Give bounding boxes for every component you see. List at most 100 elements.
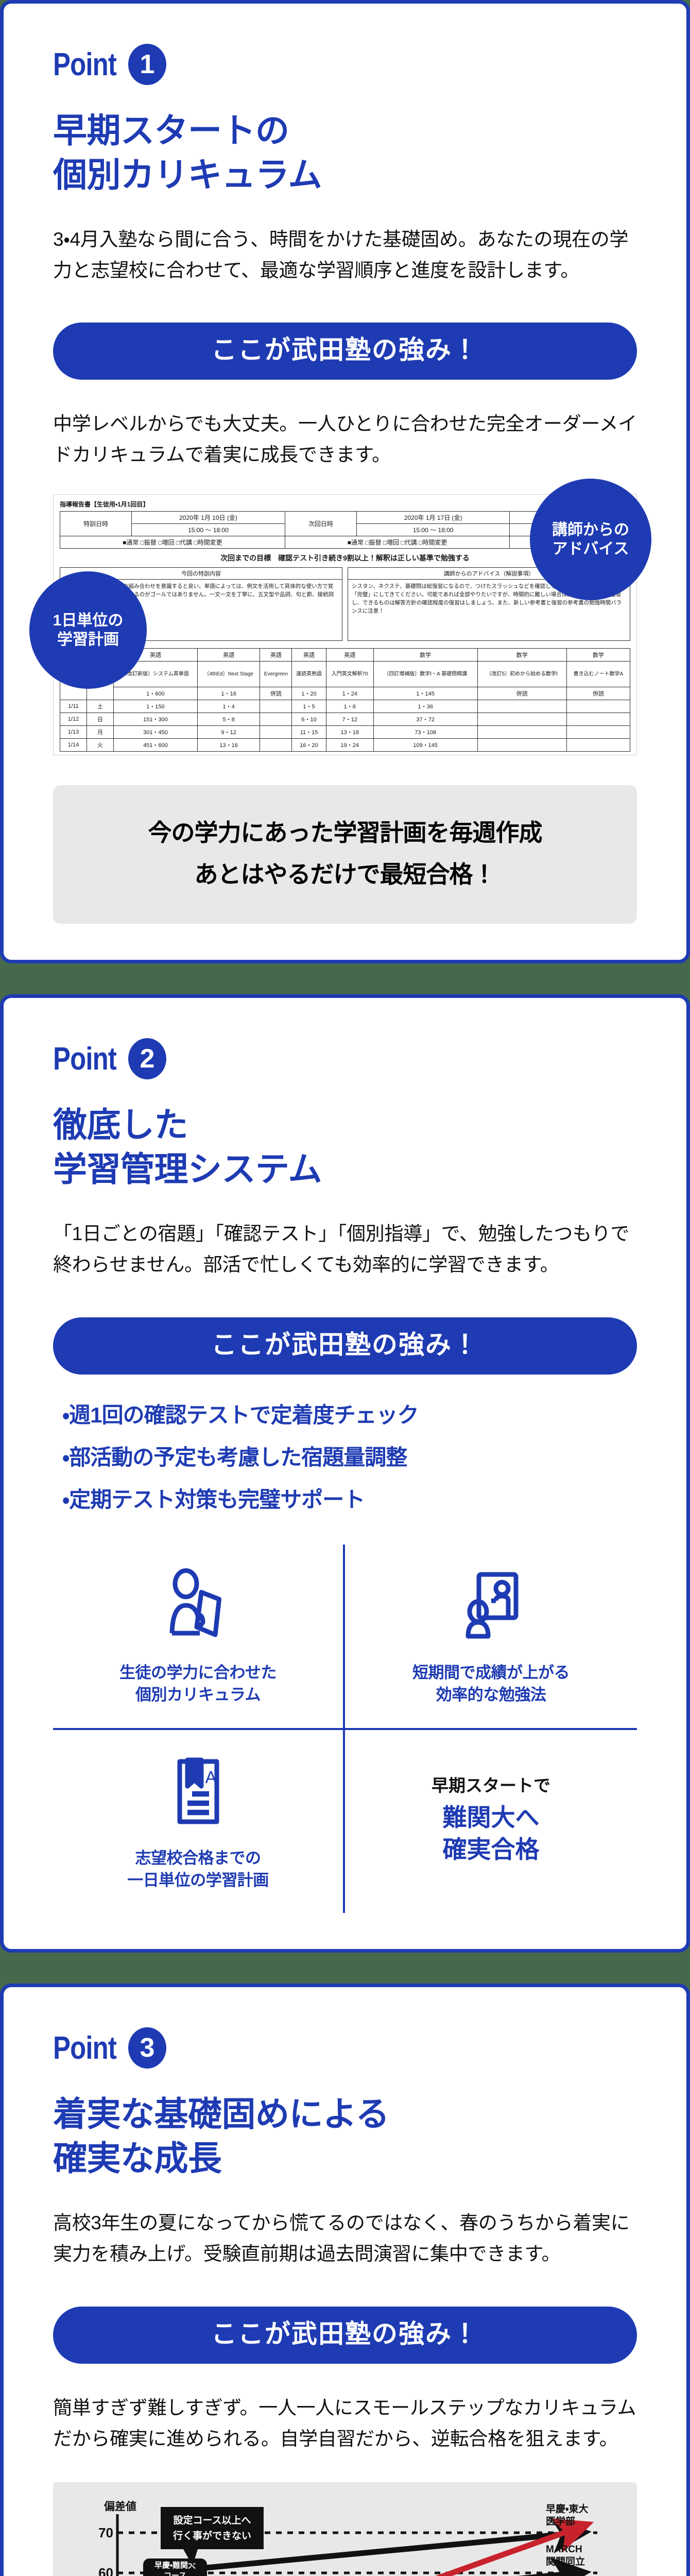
schedule-val: 16・20	[291, 738, 326, 752]
schedule-subject: 英語	[291, 648, 326, 662]
point-3-title-line2: 確実な成長	[53, 2139, 222, 2178]
guidance-report-figure: 指導報告書【生徒用・1月1回目】 特訓日時 2020年 1月 10日 (金) 次…	[29, 479, 651, 756]
schedule-val: 1・4	[197, 700, 261, 714]
svg-text:A: A	[205, 1768, 216, 1787]
callout-teacher-advice-line2: アドバイス	[552, 540, 629, 558]
report-teacher-advice-column: 講師からのアドバイス（解説事項） シスタン、ネクステ、基礎問は総復習になるので、…	[348, 567, 630, 641]
schedule-book: 〔四訂増補版〕数学Ⅰ・A 基礎問精講	[373, 661, 478, 688]
schedule-dow: 土	[87, 700, 114, 714]
schedule-val	[477, 713, 567, 726]
point-3-title: 着実な基礎固めによる 確実な成長	[53, 2092, 637, 2181]
schedule-val	[260, 700, 292, 714]
schedule-val: 19・24	[325, 738, 374, 752]
chart-red-series-line	[435, 2518, 594, 2576]
schedule-book-row: 〔改訂新版〕システム英単語 〔4thEd〕Next Stage Evergree…	[60, 661, 630, 688]
report-cell: 次回日時	[284, 511, 357, 537]
point-1-highlight-box: 今の学力にあった学習計画を毎週作成 あとはやるだけで最短合格！	[53, 785, 637, 924]
schedule-subject-row: 月日 曜日 英語 英語 英語 英語 英語 数学 数学 数学	[60, 648, 630, 701]
callout-daily-plan: 1日単位の 学習計画	[29, 571, 147, 689]
schedule-val	[477, 738, 567, 752]
report-cell: ■通常 □振替 □増回 □代講 □時間変更	[60, 536, 285, 549]
point-3-subbody: 簡単すぎず難しすぎず。一人一人にスモールステップなカリキュラムだから確実に進めら…	[53, 2397, 636, 2449]
schedule-subject: 英語	[260, 648, 292, 662]
report-cell: 15:00 ～ 18:00	[131, 523, 285, 537]
feature-caption-line1: 志望校合格までの	[135, 1849, 262, 1867]
feature-cta-line2: 確実合格	[442, 1835, 540, 1863]
point-2-bullet-list: 週1回の確認テストで定着度チェック 部活動の予定も考慮した宿題量調整 定期テスト…	[62, 1403, 637, 1512]
report-doc-title: 指導報告書【生徒用・1月1回目】	[60, 501, 149, 509]
report-cell: 2020年 1月 17日 (金)	[356, 511, 510, 524]
chart-course-label: 早慶・難関大	[154, 2561, 196, 2570]
schedule-date: 1/11	[60, 700, 87, 714]
point-number-badge: 2	[128, 1038, 166, 1080]
report-goal: 次回までの目標 確認テスト引き続き9割以上！解釈は正しい基準で勉強する	[220, 554, 470, 563]
report-cell: 特訓日時	[59, 511, 132, 537]
chart-annotation-black: 設定コース以上へ 行く事ができない	[161, 2506, 264, 2566]
schedule-book: Evergreen	[260, 661, 292, 688]
schedule-val: 151・300	[113, 713, 198, 726]
point-card-2: Point 2 徹底した 学習管理システム 「1日ごとの宿題」「確認テスト」「個…	[0, 994, 690, 1953]
section-gap	[0, 963, 690, 995]
schedule-val: 1・5	[291, 700, 326, 714]
point-card-3: Point 3 着実な基礎固めによる 確実な成長 高校3年生の夏になってから慌て…	[0, 1984, 690, 2576]
schedule-subject: 数学	[373, 648, 478, 662]
schedule-val: 73・108	[373, 725, 478, 739]
chart-course-label: コース	[164, 2571, 186, 2576]
feature-cta-small: 早期スタートで	[432, 1775, 550, 1795]
schedule-val: 1・6	[325, 700, 374, 714]
schedule-val	[566, 700, 630, 714]
schedule-val: 451・600	[113, 738, 198, 752]
schedule-val	[477, 725, 567, 739]
point-label: Point	[53, 2030, 117, 2066]
feature-caption: 短期間で成績が上がる 効率的な勉強法	[350, 1662, 632, 1706]
chart-end-label: 医学部	[546, 2515, 575, 2527]
schedule-val	[566, 713, 630, 726]
schedule-val: 11・15	[291, 725, 326, 739]
schedule-val	[260, 713, 292, 726]
chart-series-line	[205, 2517, 592, 2571]
chart-ytick: 60	[98, 2565, 113, 2576]
feature-caption: 生徒の学力に合わせた 個別カリキュラム	[58, 1662, 338, 1706]
callout-teacher-advice: 講師からの アドバイス	[530, 479, 651, 601]
schedule-val: 6・10	[291, 713, 326, 726]
schedule-range: 1・145	[373, 687, 478, 701]
schedule-val: 13・18	[325, 725, 374, 739]
report-col-right-body: シスタン、ネクステ、基礎問は総復習になるので、つけたスラッシュなどを確認しながら…	[352, 583, 622, 614]
point-label: Point	[53, 1041, 117, 1077]
schedule-val: 1・36	[373, 700, 478, 714]
table-row: 1/12 日 151・300 5・8 6・10 7・12 37・72	[60, 713, 630, 726]
report-col-left-head: 今回の特訓内容	[60, 568, 342, 580]
section-gap	[0, 1953, 690, 1984]
report-cell: 15:00 ～ 18:00	[356, 523, 510, 537]
schedule-val: 301・450	[113, 725, 198, 739]
feature-caption-line2: 個別カリキュラム	[135, 1686, 261, 1704]
study-schedule-table: 月日 曜日 英語 英語 英語 英語 英語 数学 数学 数学	[60, 648, 630, 752]
point-1-header: Point 1	[53, 44, 637, 85]
feature-cell-curriculum: 生徒の学力に合わせた 個別カリキュラム	[53, 1545, 345, 1730]
point-2-strength-banner: ここが武田塾の強み！	[53, 1317, 637, 1375]
highlight-line-1: 今の学力にあった学習計画を毎週作成	[148, 819, 543, 846]
feature-caption-line2: 一日単位の学習計画	[127, 1871, 269, 1889]
point-2-title-line2: 学習管理システム	[53, 1150, 322, 1189]
list-item: 週1回の確認テストで定着度チェック	[62, 1403, 637, 1427]
point-label: Point	[53, 46, 117, 82]
schedule-book: 入門英文解釈70	[325, 661, 374, 688]
svg-text:行く事ができない: 行く事ができない	[173, 2530, 251, 2541]
schedule-val: 37・72	[373, 713, 478, 726]
point-3-body: 高校3年生の夏になってから慌てるのではなく、春のうちから着実に実力を積み上げ。受…	[53, 2212, 630, 2264]
feature-cell-efficient-study: 短期間で成績が上がる 効率的な勉強法	[345, 1545, 637, 1730]
callout-daily-plan-line2: 学習計画	[57, 631, 119, 649]
callout-teacher-advice-line1: 講師からの	[552, 521, 629, 538]
schedule-val	[260, 738, 292, 752]
table-row: 1/14 火 451・600 13・16 16・20 19・24 109・145	[60, 738, 630, 752]
schedule-val: 9・12	[197, 725, 261, 739]
schedule-range: 1・24	[325, 687, 374, 701]
schedule-val: 109・145	[373, 738, 478, 752]
schedule-subject: 英語	[325, 648, 374, 662]
schedule-subject: 数学	[477, 648, 567, 662]
schedule-range: 1・16	[197, 687, 261, 701]
schedule-book: 〔改訂5〕初めから始める数学Ⅰ	[477, 661, 567, 688]
bookmarked-notebook-icon: A	[58, 1748, 338, 1834]
table-row: 1/13 月 301・450 9・12 11・15 13・18 73・108	[60, 725, 630, 739]
schedule-val: 1・150	[113, 700, 198, 714]
